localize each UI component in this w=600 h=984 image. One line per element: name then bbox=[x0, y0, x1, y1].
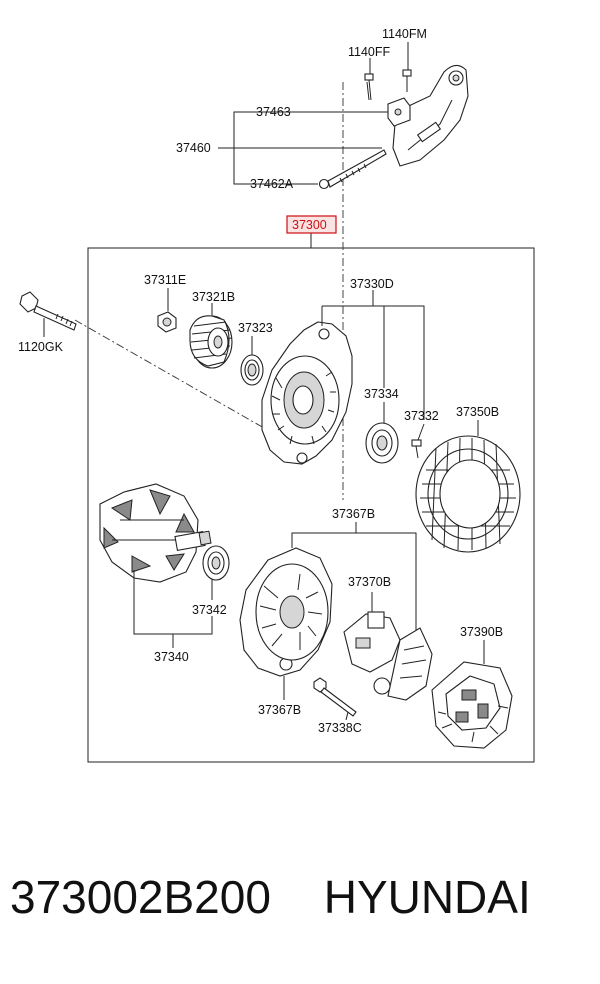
label-37342: 37342 bbox=[192, 603, 227, 617]
label-37332: 37332 bbox=[404, 409, 439, 423]
highlight-box-37300 bbox=[286, 215, 337, 234]
bolt-axis-line bbox=[74, 319, 279, 437]
label-37338C: 37338C bbox=[318, 721, 362, 735]
bearing-37334 bbox=[365, 422, 399, 464]
nut-37311E bbox=[157, 311, 177, 333]
rotor-bearing-37342 bbox=[202, 545, 230, 581]
pulley-37321B bbox=[189, 315, 233, 369]
label-37390B: 37390B bbox=[460, 625, 503, 639]
part-number: 373002B200 bbox=[10, 871, 271, 923]
long-bolt-37462A bbox=[318, 149, 387, 190]
label-37462A: 37462A bbox=[250, 177, 294, 191]
label-1140FF: 1140FF bbox=[348, 45, 391, 59]
label-1120GK: 1120GK bbox=[18, 340, 64, 354]
caption: 373002B200 HYUNDAI bbox=[10, 870, 590, 924]
label-37323: 37323 bbox=[238, 321, 273, 335]
label-37350B: 37350B bbox=[456, 405, 499, 419]
front-housing-37330D bbox=[261, 321, 353, 465]
rotor-37340 bbox=[99, 483, 212, 583]
label-37340: 37340 bbox=[154, 650, 189, 664]
label-37330D: 37330D bbox=[350, 277, 394, 291]
leader-37338C bbox=[345, 711, 349, 721]
stator-37350B bbox=[415, 435, 521, 553]
label-37463: 37463 bbox=[256, 105, 291, 119]
bolt-1140FM bbox=[402, 69, 412, 92]
bolt-1140FF bbox=[364, 73, 374, 101]
bolt-37338C bbox=[313, 677, 357, 717]
leader-37332 bbox=[417, 423, 425, 441]
label-1140FM: 1140FM bbox=[382, 27, 427, 41]
bearing-37323 bbox=[240, 354, 264, 386]
screw-37332 bbox=[411, 439, 422, 459]
leader-37330D-bracket bbox=[322, 305, 425, 420]
through-bolt-1120GK bbox=[19, 291, 77, 331]
brand-name: HYUNDAI bbox=[323, 871, 531, 923]
label-37334: 37334 bbox=[364, 387, 399, 401]
label-37300: 37300 bbox=[292, 218, 327, 232]
rear-housing-37367B bbox=[239, 547, 333, 677]
mounting-bracket bbox=[392, 64, 469, 167]
bracket-nut-block bbox=[387, 97, 411, 127]
label-37321B: 37321B bbox=[192, 290, 235, 304]
leader-37367B-top-bracket bbox=[291, 532, 417, 630]
label-37367B-top: 37367B bbox=[332, 507, 375, 521]
label-37311E: 37311E bbox=[144, 273, 186, 287]
label-37370B: 37370B bbox=[348, 575, 391, 589]
rectifier-37390B bbox=[431, 661, 513, 749]
label-37460: 37460 bbox=[176, 141, 211, 155]
label-37367B-bot: 37367B bbox=[258, 703, 301, 717]
brush-holder-37370B bbox=[343, 611, 433, 701]
